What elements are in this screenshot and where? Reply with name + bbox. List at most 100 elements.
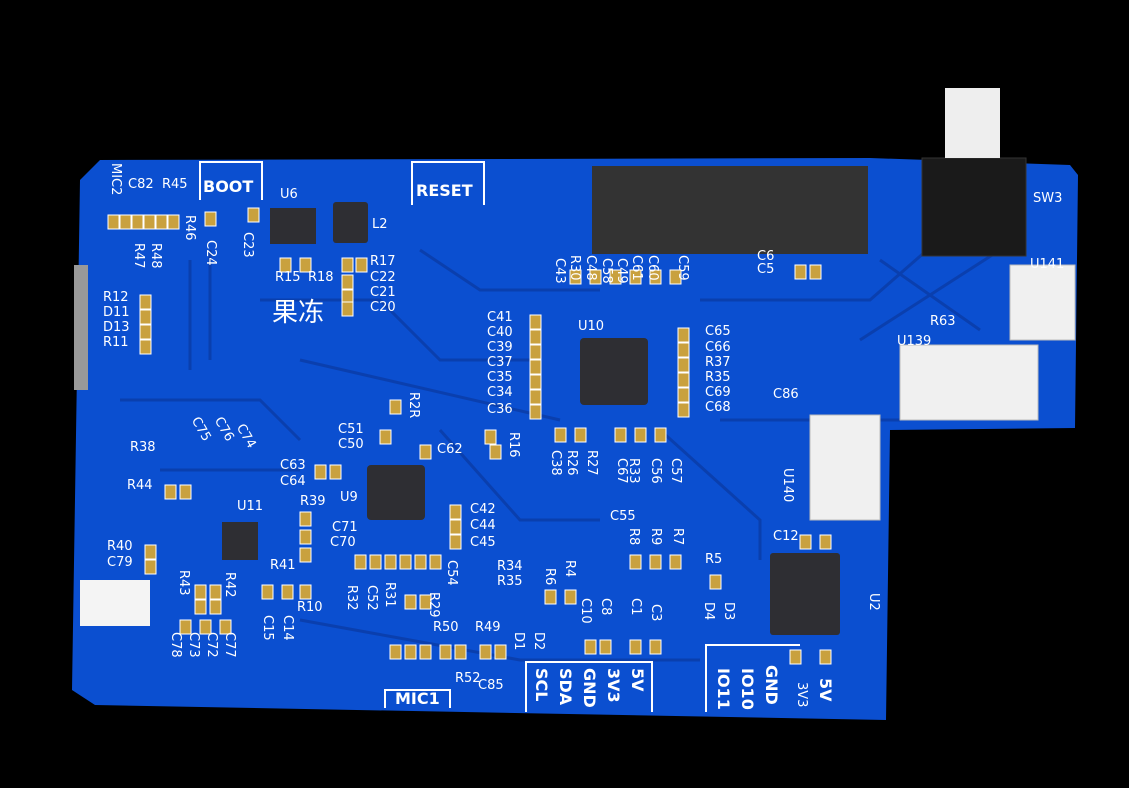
l2-inductor (333, 202, 368, 243)
silkscreen-label: R44 (127, 478, 153, 493)
silkscreen-label: U11 (237, 499, 264, 514)
silkscreen-label: C51 (338, 422, 364, 437)
smd-pad (131, 214, 144, 230)
smd-pads (107, 207, 832, 665)
silkscreen-label: C12 (773, 529, 799, 544)
silkscreen-label: R34 (497, 559, 523, 574)
silkscreen-label: L2 (372, 217, 388, 232)
smd-pad (677, 387, 690, 403)
silkscreen-label: R63 (930, 314, 956, 329)
usb-c-port[interactable] (74, 265, 88, 390)
silkscreen-label: C49 (614, 258, 629, 284)
smd-pad (419, 594, 432, 610)
silkscreen-label: D1 (511, 632, 526, 651)
u139-connector[interactable] (899, 344, 1039, 421)
silkscreen-label: R37 (705, 355, 731, 370)
smd-pad (574, 427, 587, 443)
silkscreen-label: D11 (103, 305, 130, 320)
smd-pad (299, 257, 312, 273)
silkscreen-label: R8 (626, 528, 641, 546)
u11-chip (222, 522, 258, 560)
smd-pad (677, 357, 690, 373)
silkscreen-label: R7 (670, 528, 685, 546)
smd-pad (139, 324, 152, 340)
smd-pad (529, 359, 542, 375)
silkscreen-label: C68 (705, 400, 731, 415)
silkscreen-label: C65 (705, 324, 731, 339)
silkscreen-label: D2 (531, 632, 546, 651)
smd-pad (569, 269, 582, 285)
silkscreen-label: R18 (308, 270, 334, 285)
smd-pad (454, 644, 467, 660)
silkscreen-label: C61 (629, 255, 644, 281)
smd-pad (139, 309, 152, 325)
header-outlines (199, 161, 800, 712)
silkscreen-label: U141 (1030, 257, 1065, 272)
smd-pad (404, 644, 417, 660)
smd-pad (449, 504, 462, 520)
smd-pad (677, 372, 690, 388)
silkscreen-label: C43 (552, 258, 567, 284)
silkscreen-label: R30 (567, 255, 582, 281)
smd-pad (529, 314, 542, 330)
smd-pad (107, 214, 120, 230)
silkscreen-label: C48 (583, 255, 598, 281)
silkscreen-label: C78 (168, 632, 183, 658)
silkscreen-label: C8 (598, 598, 613, 616)
smd-pad (179, 619, 192, 635)
switch-body[interactable] (921, 157, 1027, 257)
silkscreen-label: R38 (130, 440, 156, 455)
silkscreen-label: R35 (497, 574, 523, 589)
smd-pad (677, 402, 690, 418)
silkscreen-label: C69 (705, 385, 731, 400)
smd-pad (414, 554, 427, 570)
smd-pad (219, 619, 232, 635)
u6-chip (270, 208, 316, 244)
silkscreen-label: R47 (131, 243, 146, 269)
silkscreen-label: R27 (584, 450, 599, 476)
silkscreen-label: C1 (628, 598, 643, 616)
silkscreen-label: C56 (648, 458, 663, 484)
smd-pad (279, 257, 292, 273)
silkscreen-label: R50 (433, 620, 459, 635)
silkscreen-label: C42 (470, 502, 496, 517)
silkscreen-label: C54 (444, 560, 459, 586)
silkscreen-label: R15 (275, 270, 301, 285)
smd-pad (584, 639, 597, 655)
smd-pad (629, 554, 642, 570)
silkscreen-label: IO11 (714, 668, 733, 710)
silkscreen-label: C15 (260, 615, 275, 641)
silkscreen-label: C66 (705, 340, 731, 355)
smd-pad (167, 214, 180, 230)
smd-pad (261, 584, 274, 600)
silkscreen-label: C10 (578, 598, 593, 624)
silkscreen-label: 3V3 (604, 668, 623, 703)
silkscreen-label: C5 (757, 262, 775, 277)
silkscreen-label: C72 (204, 632, 219, 658)
u140-connector[interactable] (809, 414, 881, 521)
silkscreen-label: R12 (103, 290, 129, 305)
switch-knob[interactable] (945, 88, 1000, 158)
silkscreen-label: 3V3 (794, 682, 809, 708)
silkscreen-label: C85 (478, 678, 504, 693)
smd-pad (819, 534, 832, 550)
silkscreen-label: R4 (562, 560, 577, 578)
smd-pad (629, 639, 642, 655)
smd-pad (479, 644, 492, 660)
silkscreen-label: R48 (148, 243, 163, 269)
smd-pad (369, 554, 382, 570)
sd-card-slot[interactable] (80, 580, 150, 626)
silkscreen-label: R31 (382, 582, 397, 608)
silkscreen-label: C58 (599, 258, 614, 284)
silkscreen-label: C44 (470, 518, 496, 533)
u141-connector[interactable] (1009, 264, 1076, 341)
silkscreen-label: C3 (648, 604, 663, 622)
smd-pad (209, 599, 222, 615)
smd-pad (341, 274, 354, 290)
smd-pad (281, 584, 294, 600)
silkscreen-label: C36 (487, 402, 513, 417)
smd-pad (789, 649, 802, 665)
silkscreen-label: C60 (645, 255, 660, 281)
silkscreen-label: R10 (297, 600, 323, 615)
